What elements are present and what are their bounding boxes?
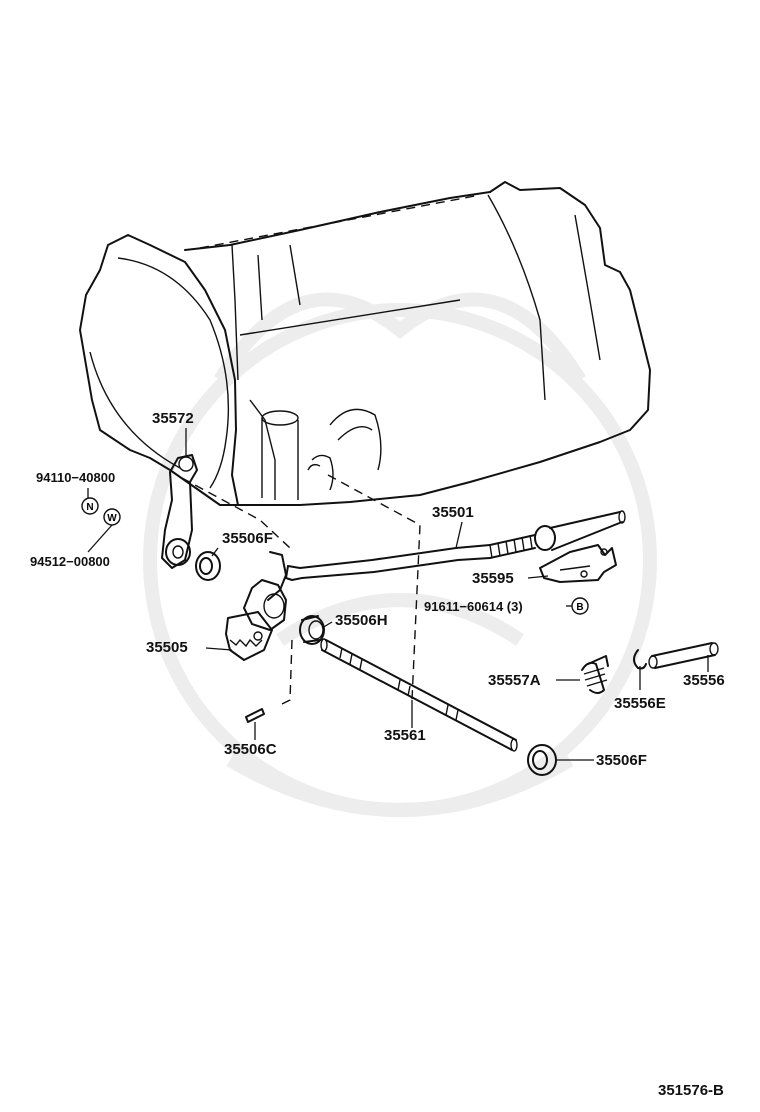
washer-marker-icon: W <box>103 508 121 526</box>
leader-lines <box>87 428 709 761</box>
rod-35501-shape <box>285 510 626 581</box>
label-94110-40800[interactable]: 94110−40800 <box>36 470 116 485</box>
diagram-id: 351576-B <box>658 1082 724 1099</box>
nut-marker-icon: N <box>81 497 99 515</box>
label-35501[interactable]: 35501 <box>432 504 474 521</box>
oil-seal-left-shape <box>195 551 221 581</box>
bolt-marker-letter: B <box>576 602 583 613</box>
label-35556[interactable]: 35556 <box>683 673 725 688</box>
label-35506H[interactable]: 35506H <box>335 612 388 629</box>
label-35506F-left[interactable]: 35506F <box>222 530 273 547</box>
shaft-35561-shape <box>320 638 518 752</box>
alignment-line-shaft <box>327 474 421 701</box>
washer-marker-letter: W <box>107 513 117 524</box>
label-35505[interactable]: 35505 <box>146 639 188 656</box>
label-35572[interactable]: 35572 <box>152 410 194 427</box>
nut-marker-letter: N <box>86 502 93 513</box>
bracket-35595-shape <box>539 544 617 583</box>
label-91611-60614[interactable]: 91611−60614 (3) <box>424 599 523 614</box>
alignment-line-pin <box>279 639 293 706</box>
bracket-35572-shape <box>161 454 198 569</box>
label-35506C[interactable]: 35506C <box>224 741 277 758</box>
label-94512-00800[interactable]: 94512−00800 <box>30 554 110 569</box>
pin-35506C-shape <box>245 708 265 723</box>
bushing-35506H-shape <box>299 615 325 645</box>
lever-35505-shape <box>225 551 287 661</box>
label-35557A[interactable]: 35557A <box>488 672 541 689</box>
spring-35557A-shape <box>581 655 609 694</box>
clip-35556E-shape <box>633 649 647 670</box>
label-35595[interactable]: 35595 <box>472 570 514 587</box>
label-35556E[interactable]: 35556E <box>614 695 666 712</box>
label-35506F-right[interactable]: 35506F <box>596 752 647 769</box>
pin-35556-shape <box>648 642 719 669</box>
bolt-marker-icon: B <box>571 597 589 615</box>
transmission-housing <box>79 181 651 506</box>
label-35561[interactable]: 35561 <box>384 727 426 744</box>
